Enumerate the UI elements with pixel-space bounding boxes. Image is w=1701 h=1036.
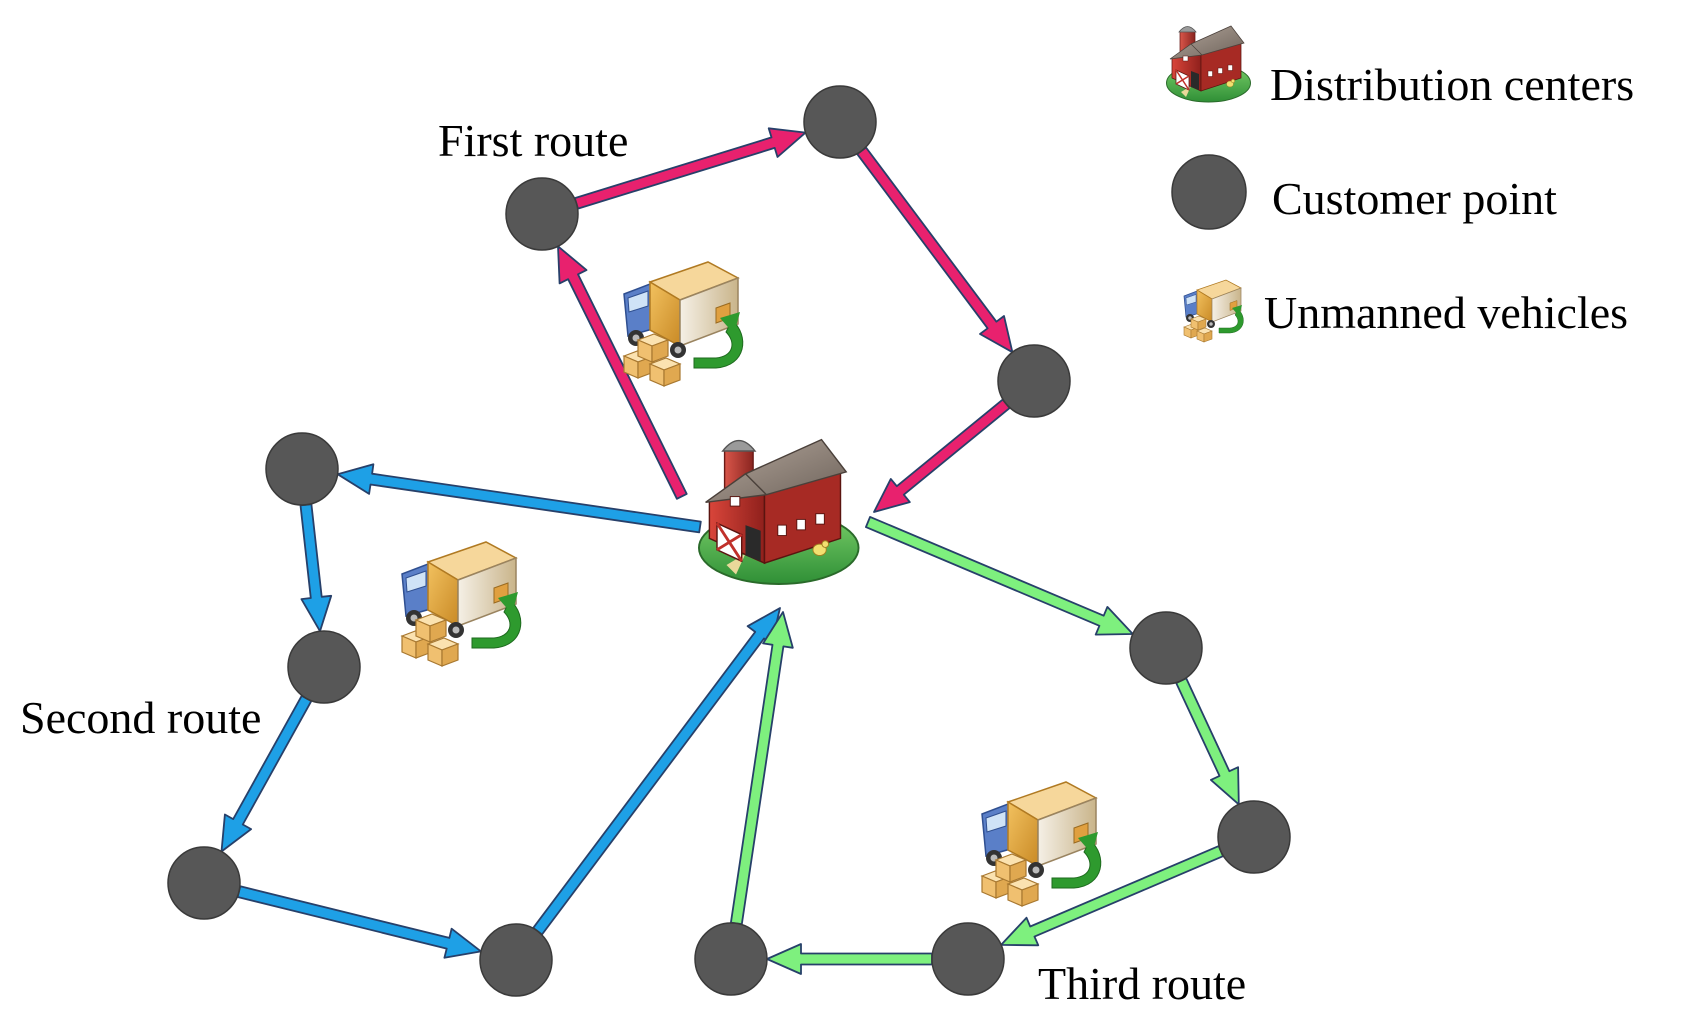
- customer-point-h: [1129, 611, 1203, 685]
- customer-point-d: [265, 432, 339, 506]
- third-route-arrow-3: [1000, 845, 1224, 947]
- route-arrows: [220, 127, 1240, 975]
- first-route-arrow-2: [573, 127, 807, 210]
- first-route-truck-icon: [623, 261, 744, 387]
- legend-customer-point-icon: [1171, 154, 1247, 230]
- third-route-arrow-5: [730, 611, 794, 926]
- legend-customer-point-label: Customer point: [1272, 173, 1557, 224]
- third-route-arrow-2: [1175, 677, 1240, 806]
- legend: Distribution centers Customer point Unma…: [1165, 25, 1634, 343]
- legend-distribution-centers-label: Distribution centers: [1270, 59, 1634, 110]
- third-route-truck-icon: [981, 781, 1102, 907]
- customer-points: [167, 85, 1291, 997]
- customer-point-f: [167, 846, 241, 920]
- customer-point-j: [931, 922, 1005, 996]
- customer-point-e: [287, 630, 361, 704]
- second-route-arrow-3: [220, 694, 313, 853]
- third-route-label: Third route: [1038, 958, 1246, 1009]
- distribution-center-barn-icon: [697, 438, 860, 586]
- second-route-truck-icon: [401, 541, 522, 667]
- customer-point-i: [1217, 800, 1291, 874]
- third-route-arrow-4: [766, 943, 933, 975]
- second-route-arrow-4: [236, 885, 482, 959]
- first-route-arrow-1: [557, 245, 688, 500]
- first-route-arrow-4: [873, 398, 1011, 513]
- customer-point-a: [505, 177, 579, 251]
- customer-point-b: [803, 85, 877, 159]
- customer-point-k: [694, 922, 768, 996]
- legend-unmanned-vehicles-label: Unmanned vehicles: [1264, 287, 1628, 338]
- first-route-label: First route: [438, 115, 628, 166]
- second-route-arrow-1: [336, 463, 702, 534]
- legend-truck-icon: [1183, 279, 1244, 343]
- legend-barn-icon: [1165, 25, 1252, 103]
- customer-point-c: [997, 344, 1071, 418]
- second-route-label: Second route: [20, 692, 261, 743]
- third-route-arrow-1: [865, 516, 1134, 636]
- second-route-arrow-2: [299, 503, 333, 633]
- first-route-arrow-3: [856, 146, 1014, 354]
- customer-point-g: [479, 923, 553, 997]
